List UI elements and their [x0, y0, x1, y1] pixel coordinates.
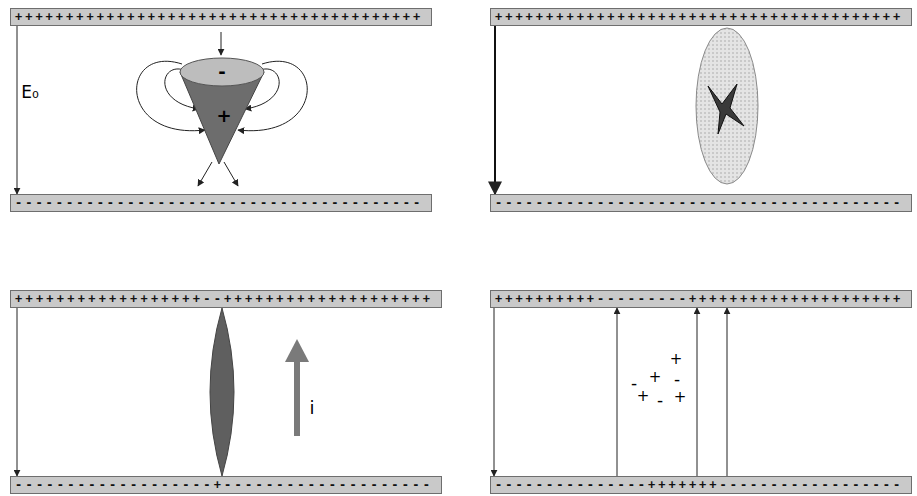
field-label: E₀	[21, 84, 39, 101]
surface-charge: ----------------------------------------	[11, 197, 423, 209]
charge-sign: +	[216, 107, 231, 125]
current-arrow-head	[285, 339, 309, 362]
capacitor-plate: ++++++++++---------+++++++++++++++++++++	[490, 290, 912, 308]
capacitor-plate: ++++++++++++++++++--++++++++++++++++++++	[10, 290, 442, 308]
breakdown-region	[696, 28, 758, 184]
field-line	[727, 308, 728, 476]
capacitor-plate: ++++++++++++++++++++++++++++++++++++++++	[10, 8, 432, 26]
charge-sign: +	[674, 390, 687, 405]
charged-cone: -+	[178, 56, 266, 166]
surface-charge: ++++++++++++++++++++++++++++++++++++++++	[11, 11, 423, 23]
surface-charge: ---------------+++++++------------------	[491, 479, 903, 491]
field-arrow	[224, 162, 238, 186]
surface-charge: ++++++++++---------+++++++++++++++++++++	[491, 293, 903, 305]
field-line	[494, 26, 496, 194]
charge-sign: +	[649, 370, 662, 385]
surface-charge: ++++++++++++++++++++++++++++++++++++++++	[491, 11, 903, 23]
cone-top	[180, 58, 264, 86]
current-arrow-shaft	[294, 360, 300, 436]
charge-sign: +	[637, 389, 650, 404]
surface-charge: -------------------+--------------------	[11, 479, 433, 491]
field-arrow	[221, 32, 222, 55]
capacitor-plate: ---------------+++++++------------------	[490, 476, 912, 494]
field-line	[17, 308, 18, 476]
surface-charge: ++++++++++++++++++--++++++++++++++++++++	[11, 293, 433, 305]
current-symbol: i	[309, 399, 314, 417]
lightning-spark	[708, 84, 744, 134]
field-line	[617, 308, 618, 476]
field-line	[17, 26, 18, 194]
capacitor-plate: ----------------------------------------	[10, 194, 432, 212]
charge-sign: -	[631, 375, 637, 392]
field-lines	[137, 32, 308, 186]
field-line	[494, 308, 495, 476]
charge-sign: -	[674, 371, 680, 388]
capacitor-plate: ----------------------------------------	[490, 194, 912, 212]
charge-sign: -	[218, 63, 225, 81]
charge-sign: -	[657, 392, 663, 409]
charge-sign: +	[670, 352, 683, 367]
discharge-channel	[210, 308, 234, 476]
capacitor-plate: -------------------+--------------------	[10, 476, 442, 494]
field-line	[697, 308, 698, 476]
capacitor-plate: ++++++++++++++++++++++++++++++++++++++++	[490, 8, 912, 26]
field-arrow	[198, 162, 212, 186]
surface-charge: ----------------------------------------	[491, 197, 903, 209]
